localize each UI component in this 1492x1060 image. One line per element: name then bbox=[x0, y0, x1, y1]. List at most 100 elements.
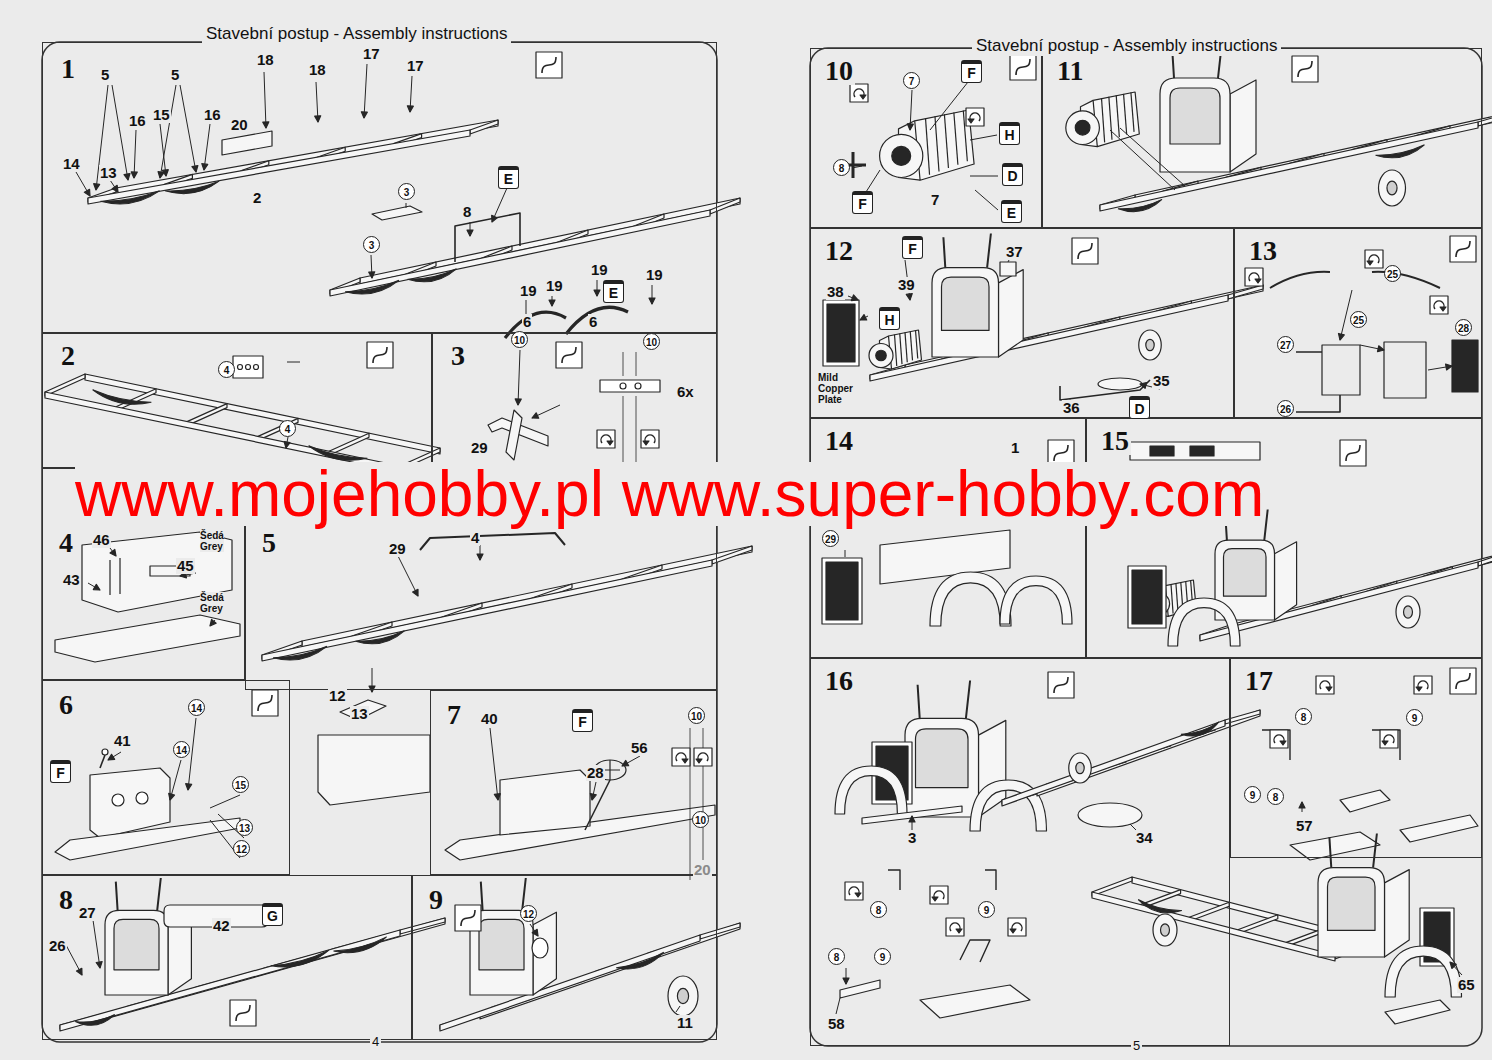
cab-window bbox=[114, 919, 159, 969]
part-number: 5 bbox=[100, 67, 110, 83]
radiator-frame bbox=[823, 300, 859, 366]
leader-line bbox=[110, 180, 118, 192]
glue-icon-curve bbox=[1054, 677, 1068, 693]
rotate-arrowhead bbox=[682, 759, 688, 763]
steering-column bbox=[585, 780, 610, 830]
part-number: 65 bbox=[1457, 977, 1476, 993]
wheel-hub bbox=[1076, 762, 1084, 773]
engine-rib bbox=[1124, 94, 1127, 135]
figure bbox=[1168, 598, 1240, 646]
rotate-arrowhead bbox=[1416, 687, 1422, 691]
part-number: 43 bbox=[62, 572, 81, 588]
leader-arrowhead bbox=[909, 816, 915, 822]
rotate-arrowhead bbox=[1367, 261, 1373, 265]
windshield-post bbox=[918, 681, 971, 719]
rotate-icon bbox=[1414, 676, 1432, 694]
wheel-hub bbox=[1404, 606, 1413, 618]
leader-arrowhead bbox=[263, 122, 269, 128]
cross-member bbox=[1478, 112, 1492, 126]
wheel-hub bbox=[1387, 181, 1397, 195]
rotate-icon bbox=[1430, 296, 1448, 314]
figure bbox=[932, 234, 1023, 358]
leaf-spring bbox=[91, 390, 151, 409]
figure bbox=[1000, 576, 1072, 624]
leader-arrowhead bbox=[112, 185, 118, 192]
engine-rib bbox=[1109, 97, 1112, 140]
rotate-arrowhead bbox=[696, 759, 702, 763]
leader-arrowhead bbox=[124, 174, 130, 180]
muffler bbox=[1098, 378, 1142, 390]
step-number: 7 bbox=[445, 701, 463, 729]
leader-arrowhead bbox=[532, 413, 539, 418]
rod bbox=[1296, 352, 1340, 412]
glue-icon-curve bbox=[1054, 445, 1068, 461]
leader-arrowhead bbox=[1299, 802, 1305, 808]
leader-line bbox=[845, 550, 846, 557]
leaf-spring bbox=[1136, 900, 1181, 918]
part-number: 28 bbox=[586, 765, 605, 781]
black-part bbox=[1452, 340, 1478, 392]
part-number: 3 bbox=[907, 830, 917, 846]
engine-rib bbox=[935, 116, 939, 171]
leader-line bbox=[110, 548, 116, 556]
glue-icon-curve bbox=[1298, 61, 1312, 77]
engine-block bbox=[889, 330, 922, 369]
part-number: 14 bbox=[62, 156, 81, 172]
callout-number: 4 bbox=[218, 361, 235, 378]
step-number: 17 bbox=[1243, 667, 1275, 695]
drawing bbox=[45, 42, 1492, 1031]
lamp-stalk bbox=[100, 755, 105, 768]
glue-icon bbox=[1072, 238, 1098, 264]
leader-line bbox=[975, 190, 998, 210]
glue-icon bbox=[1010, 54, 1036, 80]
part-number: 41 bbox=[113, 733, 132, 749]
wheel bbox=[1396, 596, 1420, 628]
cab-side bbox=[999, 270, 1024, 357]
callout-number: 14 bbox=[173, 741, 190, 758]
hole bbox=[246, 365, 251, 370]
glue-icon bbox=[556, 342, 582, 368]
step-panel: 14 bbox=[810, 418, 1086, 658]
rotate-arrowhead bbox=[932, 897, 938, 901]
leader-arrowhead bbox=[467, 230, 473, 236]
hole bbox=[620, 383, 626, 389]
lamp bbox=[102, 749, 108, 755]
part-number: 39 bbox=[897, 277, 916, 293]
leader-line bbox=[160, 85, 176, 178]
part-number: 34 bbox=[1135, 830, 1154, 846]
rotate-arrowhead bbox=[860, 95, 866, 99]
radiator-grille bbox=[1132, 570, 1162, 624]
leader-arrowhead bbox=[202, 164, 208, 170]
part-number: 7 bbox=[930, 192, 940, 208]
cross-member bbox=[700, 923, 740, 939]
chassis-rail bbox=[1100, 122, 1478, 211]
radiator-frame bbox=[822, 558, 862, 624]
leaf-spring bbox=[100, 191, 160, 208]
rotate-arrowhead bbox=[1440, 307, 1446, 311]
rotate-icon bbox=[672, 748, 690, 766]
glue-icon-curve bbox=[542, 57, 556, 73]
part-number: 46 bbox=[92, 532, 111, 548]
floor-plate bbox=[55, 615, 240, 662]
engine-rib bbox=[1176, 583, 1178, 612]
leader-arrowhead bbox=[369, 686, 375, 692]
leaf-spring bbox=[356, 631, 406, 648]
gauge bbox=[112, 794, 124, 806]
callout-number: 25 bbox=[1350, 311, 1367, 328]
page-heading: Stavební postup - Assembly instructions bbox=[202, 24, 511, 44]
paint-code: F bbox=[572, 709, 593, 732]
step-number: 2 bbox=[59, 342, 77, 370]
callout-number: 9 bbox=[1244, 786, 1261, 803]
part-number: 6 bbox=[522, 314, 532, 330]
wheel bbox=[1069, 753, 1092, 783]
leader-arrowhead bbox=[649, 298, 655, 304]
part-number: 19 bbox=[545, 278, 564, 294]
glue-icon-curve bbox=[562, 347, 576, 363]
flywheel bbox=[1066, 111, 1100, 145]
paint-code: E bbox=[603, 280, 624, 303]
part-number: 18 bbox=[256, 52, 275, 68]
callout-number: 13 bbox=[236, 819, 253, 836]
leader-line bbox=[364, 64, 367, 118]
leader-arrowhead bbox=[1450, 962, 1456, 968]
